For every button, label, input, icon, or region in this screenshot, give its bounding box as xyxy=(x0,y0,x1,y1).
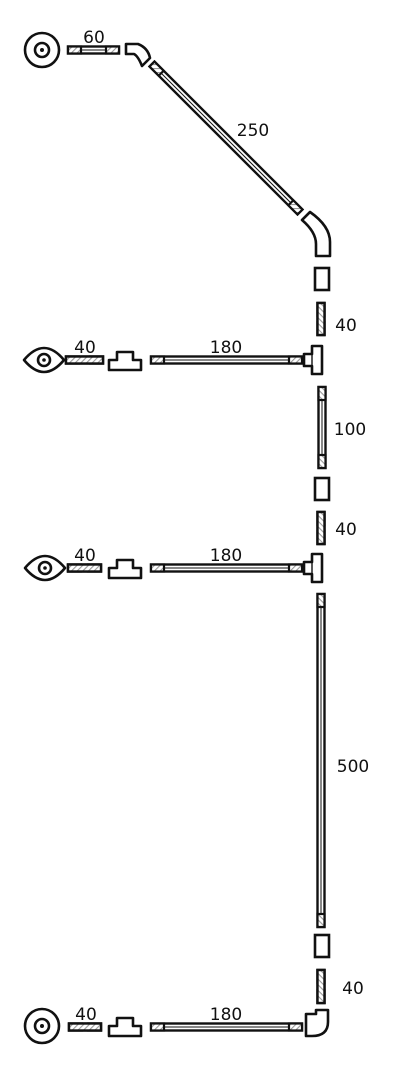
pipe-length-label: 40 xyxy=(74,546,96,566)
pipe-length-label: 180 xyxy=(210,338,242,358)
tee-right-icon xyxy=(302,552,324,584)
pipe-length-label: 60 xyxy=(83,28,105,48)
pipe-length-label: 180 xyxy=(210,1005,242,1025)
tee-left-icon xyxy=(107,558,143,580)
pipe-length-label: 40 xyxy=(342,979,364,999)
pipe-p10 xyxy=(316,592,326,929)
pipe-p9 xyxy=(149,563,304,573)
pipe-p11 xyxy=(316,968,326,1005)
pipe-length-label: 250 xyxy=(237,121,269,141)
pipe-length-label: 40 xyxy=(74,338,96,358)
pipe-p6 xyxy=(317,385,327,470)
pipe-length-label: 500 xyxy=(337,757,369,777)
oval-flange-icon xyxy=(22,346,66,374)
elbow-90-icon xyxy=(304,1008,330,1038)
coupling-icon xyxy=(313,476,331,502)
pipe-p12 xyxy=(67,1022,103,1032)
elbow-90-icon xyxy=(300,210,332,258)
pipe-length-label: 40 xyxy=(335,520,357,540)
pipe-p3 xyxy=(316,301,326,337)
round-flange-icon xyxy=(23,31,61,69)
tee-left-icon xyxy=(107,350,143,372)
elbow-45-icon xyxy=(124,42,152,68)
pipe-p1 xyxy=(66,45,121,55)
pipe-p8 xyxy=(66,563,103,573)
tee-right-icon xyxy=(302,344,324,376)
pipe-p5 xyxy=(149,355,304,365)
oval-flange-icon xyxy=(23,554,67,582)
pipe-length-label: 180 xyxy=(210,546,242,566)
pipe-p2 xyxy=(147,59,305,217)
pipe-length-label: 40 xyxy=(75,1005,97,1025)
coupling-icon xyxy=(313,933,331,959)
pipe-p7 xyxy=(316,510,326,546)
pipe-p13 xyxy=(149,1022,304,1032)
tee-left-icon xyxy=(107,1016,143,1038)
pipe-length-label: 40 xyxy=(335,316,357,336)
coupling-icon xyxy=(313,266,331,292)
round-flange-icon xyxy=(23,1007,61,1045)
pipe-p4 xyxy=(64,355,105,365)
pipe-length-label: 100 xyxy=(334,420,366,440)
